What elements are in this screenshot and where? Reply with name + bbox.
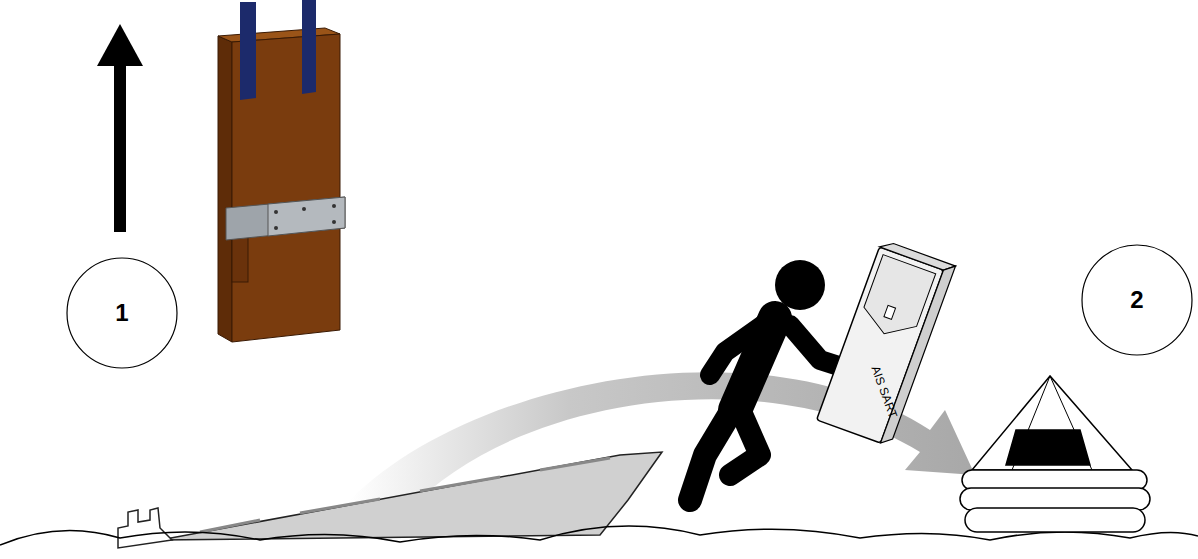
ais-sart-device [817,239,956,446]
up-arrow [97,24,143,232]
person [690,260,845,500]
sinking-ship [118,452,662,548]
life-raft [960,376,1150,532]
callout-circle: 1 [66,257,178,369]
callout-circle: 2 [1081,244,1193,356]
callout-number: 2 [1130,286,1143,314]
callout-number: 1 [115,299,128,327]
sart-holder [218,0,345,342]
